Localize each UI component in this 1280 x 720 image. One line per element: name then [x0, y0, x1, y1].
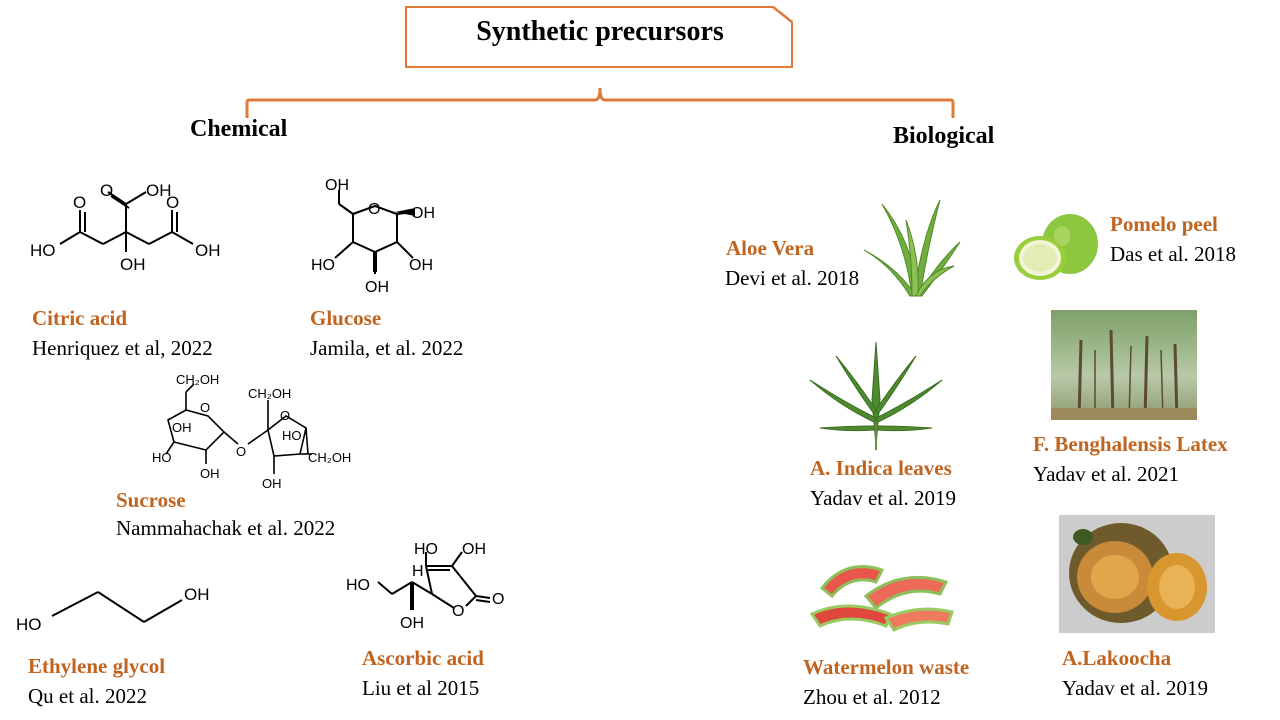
- lakoocha-image: [1059, 515, 1215, 633]
- ethylene-glycol-label: Ethylene glycol: [28, 654, 166, 678]
- sucrose-o-label-1: O: [200, 400, 210, 415]
- citric-ho-label: HO: [30, 241, 56, 260]
- indica-leaves-label: A. Indica leaves: [810, 456, 952, 480]
- aloe-vera-label: Aloe Vera: [726, 236, 815, 260]
- citric-o-label-2: O: [100, 181, 113, 200]
- diagram-title: Synthetic precursors: [476, 16, 724, 47]
- ascorbic-ho-label-2: HO: [414, 541, 438, 558]
- pomelo-peel-label: Pomelo peel: [1110, 212, 1218, 236]
- watermelon-waste-label: Watermelon waste: [803, 655, 970, 679]
- glucose-o-label: O: [368, 201, 380, 218]
- aloe-vera-ref: Devi et al. 2018: [725, 266, 860, 290]
- sucrose-structure: CH₂OH O OH HO OH O CH₂OH O HO CH₂OH OH: [152, 372, 351, 491]
- sucrose-o-label-3: O: [280, 408, 290, 423]
- pomelo-image: [1014, 214, 1098, 280]
- lakoocha-label: A.Lakoocha: [1062, 646, 1172, 670]
- pomelo-peel-ref: Das et al. 2018: [1110, 242, 1236, 266]
- benghalensis-label: F. Benghalensis Latex: [1033, 432, 1228, 456]
- sucrose-ch2oh-label-2: CH₂OH: [248, 386, 291, 401]
- glucose-structure: OH O OH OH OH HO: [311, 177, 435, 296]
- glucose-ref: Jamila, et al. 2022: [310, 336, 464, 360]
- citric-oh-label-1: OH: [146, 181, 172, 200]
- ascorbic-oh-label-2: OH: [400, 615, 424, 632]
- sucrose-ref: Nammahachak et al. 2022: [116, 516, 336, 540]
- ascorbic-acid-structure: HO H HO OH O O OH: [346, 541, 504, 632]
- citric-acid-label: Citric acid: [32, 306, 128, 330]
- sucrose-ch2oh-label-3: CH₂OH: [308, 450, 351, 465]
- citric-oh-label-3: OH: [195, 241, 221, 260]
- branch-chemical: Chemical: [190, 116, 288, 142]
- eg-ho-label: HO: [16, 615, 42, 634]
- lakoocha-ref: Yadav et al. 2019: [1062, 676, 1209, 700]
- sucrose-ch2oh-label-1: CH₂OH: [176, 372, 219, 387]
- glucose-oh-label-1: OH: [325, 177, 349, 194]
- watermelon-waste-image: [809, 565, 954, 632]
- citric-o-label-1: O: [73, 193, 86, 212]
- glucose-oh-label-4: OH: [365, 279, 389, 296]
- glucose-ho-label: HO: [311, 257, 335, 274]
- ascorbic-oh-label-1: OH: [462, 541, 486, 558]
- ascorbic-h-label: H: [412, 563, 424, 580]
- sucrose-ho-label-2: HO: [282, 428, 302, 443]
- sucrose-oh-label-1: OH: [172, 420, 192, 435]
- ascorbic-ho-label-1: HO: [346, 577, 370, 594]
- sucrose-oh-label-3: OH: [262, 476, 282, 491]
- eg-oh-label: OH: [184, 585, 210, 604]
- ethylene-glycol-ref: Qu et al. 2022: [28, 684, 147, 708]
- ascorbic-acid-label: Ascorbic acid: [362, 646, 484, 670]
- citric-acid-structure: HO O O OH OH O OH: [30, 181, 221, 274]
- branch-brace: [245, 87, 955, 118]
- watermelon-waste-ref: Zhou et al. 2012: [803, 685, 941, 709]
- sucrose-label: Sucrose: [116, 488, 186, 512]
- glucose-oh-label-2: OH: [411, 205, 435, 222]
- citric-acid-ref: Henriquez et al, 2022: [32, 336, 213, 360]
- indica-leaves-ref: Yadav et al. 2019: [810, 486, 957, 510]
- sucrose-o-label-2: O: [236, 444, 246, 459]
- citric-o-label-3: O: [166, 193, 179, 212]
- benghalensis-ref: Yadav et al. 2021: [1033, 462, 1180, 486]
- indica-leaf-image: [809, 341, 943, 450]
- ethylene-glycol-structure: HO OH: [16, 585, 210, 634]
- banyan-tree-image: [1051, 310, 1197, 420]
- citric-oh-label-2: OH: [120, 255, 146, 274]
- sucrose-ho-label-1: HO: [152, 450, 172, 465]
- glucose-label: Glucose: [310, 306, 382, 330]
- title-box: [405, 6, 793, 68]
- ascorbic-o-label-1: O: [452, 603, 464, 620]
- ascorbic-acid-ref: Liu et al 2015: [362, 676, 480, 700]
- sucrose-oh-label-2: OH: [200, 466, 220, 481]
- glucose-oh-label-3: OH: [409, 257, 433, 274]
- aloe-vera-image: [863, 199, 961, 297]
- branch-biological: Biological: [893, 123, 995, 149]
- ascorbic-o-label-2: O: [492, 591, 504, 608]
